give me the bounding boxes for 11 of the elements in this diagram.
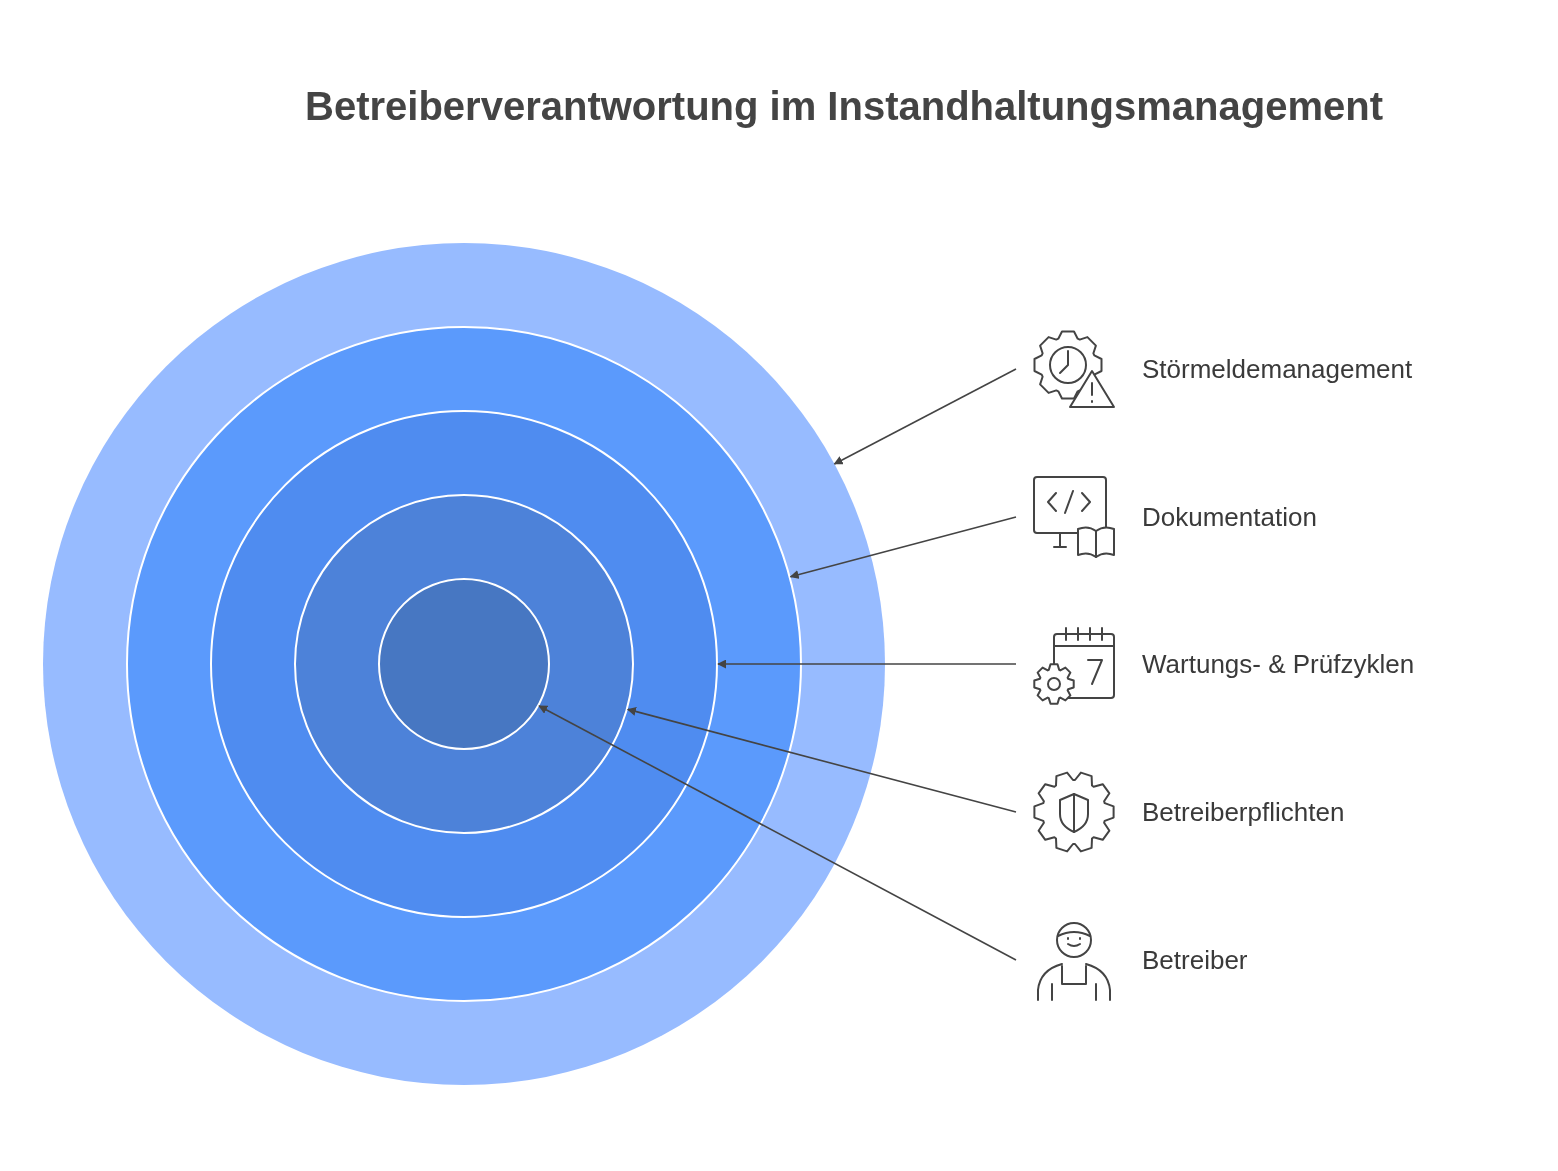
arrow <box>717 659 1017 669</box>
item-label: Dokumentation <box>1142 501 1317 533</box>
diagram-title: Betreiberverantwortung im Instandhaltungsmanagement <box>304 84 1384 129</box>
item-label: Wartungs- & Prüfzyklen <box>1142 648 1415 680</box>
arrow <box>626 707 1017 813</box>
arrow <box>538 705 1017 961</box>
item-label: Betreiber <box>1142 944 1248 976</box>
item-label: Störmeldemanagement <box>1142 353 1413 385</box>
arrow <box>789 516 1017 579</box>
arrow <box>833 368 1017 465</box>
item-label: Betreiberpflichten <box>1142 796 1345 828</box>
